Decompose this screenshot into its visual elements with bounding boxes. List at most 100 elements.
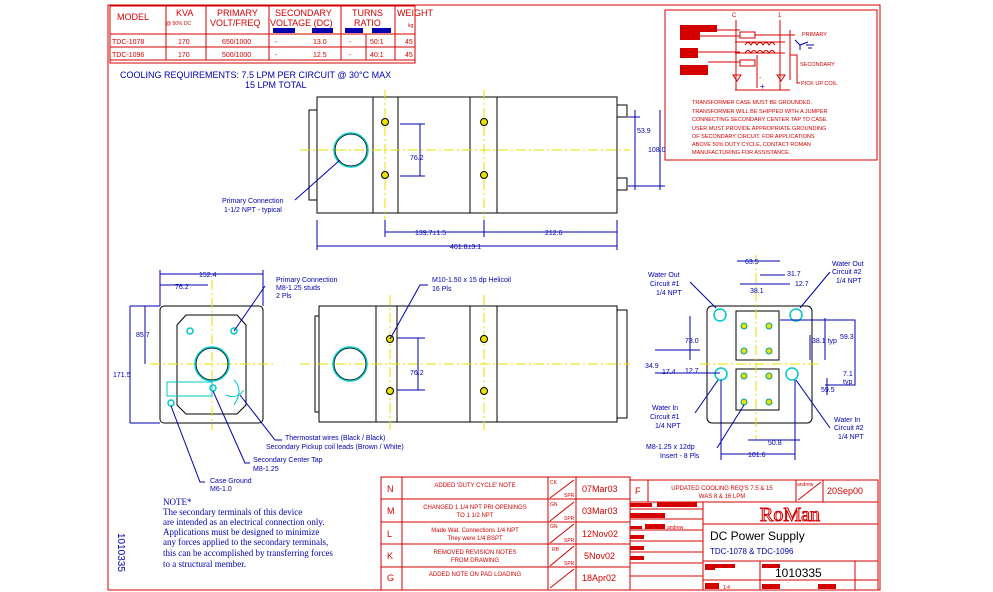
- svg-text:OF SECONDARY CIRCUIT. FOR APPL: OF SECONDARY CIRCUIT. FOR APPLICATIONS: [692, 134, 815, 140]
- svg-text:CK: CK: [550, 480, 558, 486]
- header-primary: PRIMARY: [217, 8, 258, 18]
- svg-text:31.7: 31.7: [787, 271, 801, 278]
- svg-text:-: -: [275, 52, 278, 59]
- svg-text:USER MUST PROVIDE APPROPRIATE: USER MUST PROVIDE APPROPRIATE GROUNDING: [692, 126, 826, 132]
- svg-text:13.0: 13.0: [313, 39, 327, 46]
- svg-text:C: C: [732, 13, 737, 19]
- svg-text:Water Out: Water Out: [648, 272, 680, 279]
- svg-text:L: L: [387, 529, 392, 539]
- side-view: 152.4 76.2 85.7 171.5 Primary Connection…: [113, 270, 404, 493]
- svg-text:12Nov02: 12Nov02: [582, 529, 618, 539]
- svg-text:Made Wat. Connections 1/4 NPT: Made Wat. Connections 1/4 NPT: [431, 528, 519, 534]
- svg-text:-: -: [759, 75, 762, 82]
- revision-row: N ADDED 'DUTY CYCLE' NOTE CK SPR 07Mar03: [387, 479, 618, 499]
- header-voltfreq: VOLT/FREQ: [210, 18, 260, 28]
- end-view: 63.5 31.7 38.1 12.7 73.0 38.1 typ 59.3 3…: [645, 255, 864, 460]
- svg-text:50.8: 50.8: [768, 440, 782, 447]
- svg-text:Case Ground: Case Ground: [210, 478, 252, 485]
- svg-text:G: G: [387, 573, 394, 583]
- svg-text:1/4 NPT: 1/4 NPT: [838, 434, 864, 441]
- svg-text:45: 45: [405, 39, 413, 46]
- svg-text:MANUFACTURING FOR ASSISTANCE.: MANUFACTURING FOR ASSISTANCE.: [692, 150, 791, 156]
- svg-text:Secondary Center Tap: Secondary Center Tap: [253, 457, 323, 464]
- svg-text:59.5: 59.5: [821, 387, 835, 394]
- wiring-schematic: C 1 PRIMARY SECONDARY PICK UP COIL - + T…: [664, 9, 878, 161]
- svg-text:CONNECTING SECONDARY CENTER TA: CONNECTING SECONDARY CENTER TAP TO CASE.: [692, 117, 828, 123]
- svg-text:85.7: 85.7: [136, 332, 150, 339]
- revision-row: G ADDED NOTE ON PAD LOADING 18Apr02: [387, 568, 616, 589]
- table-row: TDC-1096 170 500/1000 - 12.5 - 40:1 45: [112, 52, 413, 59]
- revision-row: M CHANGED 1 1/4 NPT PRI OPENINGS TO 1 1/…: [387, 501, 618, 522]
- svg-text:typ: typ: [843, 379, 852, 386]
- svg-text:7.1: 7.1: [843, 371, 853, 378]
- svg-text:1/4 NPT: 1/4 NPT: [836, 278, 862, 285]
- svg-text:are intended as an electrical: are intended as an electrical connection…: [163, 517, 325, 527]
- svg-text:F: F: [635, 486, 641, 496]
- svg-text:Circuit #1: Circuit #1: [650, 281, 680, 288]
- svg-text:TRANSFORMER WILL BE SHIPPED WI: TRANSFORMER WILL BE SHIPPED WITH A JUMPE…: [692, 109, 828, 115]
- svg-text:171.5: 171.5: [113, 372, 131, 379]
- svg-text:to a structural member.: to a structural member.: [163, 559, 246, 569]
- svg-text:TRANSFORMER CASE MUST BE GROUN: TRANSFORMER CASE MUST BE GROUNDED.: [692, 100, 812, 106]
- svg-text:212.6: 212.6: [545, 230, 563, 237]
- spec-table: MODEL KVA @ 50% DC PRIMARY VOLT/FREQ SEC…: [109, 5, 433, 64]
- svg-text:PRIMARY: PRIMARY: [802, 32, 827, 38]
- svg-text:650/1000: 650/1000: [222, 39, 251, 46]
- svg-text:Primary Connection: Primary Connection: [276, 277, 338, 284]
- scale: 1:4: [723, 585, 730, 591]
- svg-text:07Mar03: 07Mar03: [582, 484, 618, 494]
- front-view: 76.2 M10-1.50 x 15 dp Helicoil 16 Pls: [300, 277, 630, 430]
- svg-text:TO 1 1/2 NPT: TO 1 1/2 NPT: [457, 513, 494, 519]
- svg-text:38.1 typ: 38.1 typ: [812, 338, 837, 345]
- svg-text:59.3: 59.3: [840, 334, 854, 341]
- svg-text:18Apr02: 18Apr02: [582, 573, 616, 583]
- svg-text:andrew: andrew: [797, 482, 814, 488]
- svg-text:Insert - 8 Pls: Insert - 8 Pls: [660, 453, 700, 460]
- svg-text:5Nov02: 5Nov02: [584, 551, 615, 561]
- svg-text:The secondary terminals of thi: The secondary terminals of this device: [163, 507, 302, 517]
- svg-text:any forces applied to the seco: any forces applied to the secondary term…: [163, 537, 328, 547]
- header-weight: WEIGHT: [397, 8, 433, 18]
- header-kva-sub: @ 50% DC: [166, 21, 191, 27]
- header-model: MODEL: [117, 12, 149, 22]
- svg-text:500/1000: 500/1000: [222, 52, 251, 59]
- svg-text:M: M: [387, 506, 395, 516]
- svg-text:ADDED NOTE ON PAD LOADING: ADDED NOTE ON PAD LOADING: [429, 572, 522, 578]
- svg-text:PICK UP COIL: PICK UP COIL: [801, 81, 837, 87]
- svg-text:M8-1.25 x 12dp: M8-1.25 x 12dp: [646, 444, 695, 451]
- svg-text:-: -: [349, 39, 352, 46]
- schematic-notes: TRANSFORMER CASE MUST BE GROUNDED. TRANS…: [692, 100, 828, 156]
- svg-text:Primary Connection: Primary Connection: [222, 198, 284, 205]
- svg-text:53.9: 53.9: [637, 128, 651, 135]
- svg-text:16 Pls: 16 Pls: [432, 286, 452, 293]
- svg-text:Water Out: Water Out: [832, 261, 864, 268]
- svg-text:ADDED 'DUTY CYCLE' NOTE: ADDED 'DUTY CYCLE' NOTE: [434, 483, 515, 489]
- svg-text:NOTE*: NOTE*: [163, 497, 192, 507]
- svg-text:SPR: SPR: [564, 516, 575, 522]
- svg-text:73.0: 73.0: [685, 338, 699, 345]
- top-view: 76.2 139.7±1.5 212.6 461.8±3.1 53.9 108.…: [222, 90, 666, 251]
- svg-text:170: 170: [178, 39, 190, 46]
- svg-text:WAS 8 & 16 LPM: WAS 8 & 16 LPM: [699, 494, 745, 500]
- svg-text:17.4: 17.4: [662, 369, 676, 376]
- svg-text:REMOVED REVISION NOTES: REMOVED REVISION NOTES: [433, 550, 516, 556]
- svg-text:76.2: 76.2: [175, 284, 189, 291]
- header-voltage-dc: VOLTAGE (DC): [270, 18, 333, 28]
- drawing-title: DC Power Supply: [710, 529, 805, 543]
- svg-text:GN: GN: [550, 502, 558, 508]
- svg-text:N: N: [387, 484, 394, 494]
- svg-text:UPDATED COOLING REQ'S 7.5 & 15: UPDATED COOLING REQ'S 7.5 & 15: [671, 486, 773, 492]
- cooling-requirements: COOLING REQUIREMENTS: 7.5 LPM PER CIRCUI…: [120, 70, 391, 80]
- svg-text:this can be accomplished by tr: this can be accomplished by transferring…: [163, 548, 333, 558]
- svg-text:Thermostat wires (Black / Blac: Thermostat wires (Black / Black): [285, 435, 385, 442]
- svg-text:Water In: Water In: [834, 417, 860, 424]
- svg-text:M6-1.0: M6-1.0: [210, 486, 232, 493]
- svg-text:38.1: 38.1: [750, 288, 764, 295]
- svg-text:M8-1.25: M8-1.25: [253, 466, 279, 473]
- svg-text:12.7: 12.7: [795, 281, 809, 288]
- svg-text:Circuit #1: Circuit #1: [650, 414, 680, 421]
- svg-text:76.2: 76.2: [410, 155, 424, 162]
- svg-text:SPR: SPR: [564, 561, 575, 567]
- revision-row: L Made Wat. Connections 1/4 NPT They wer…: [387, 523, 618, 544]
- svg-text:+: +: [760, 82, 765, 91]
